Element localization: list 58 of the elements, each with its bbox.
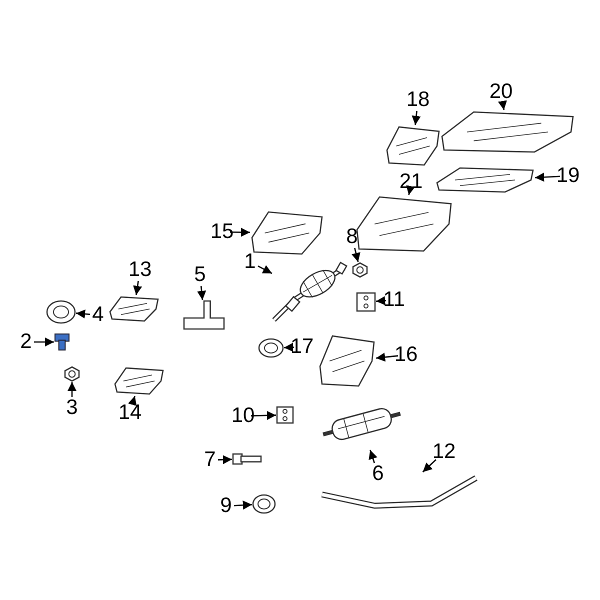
callout-number: 12 [430,440,458,464]
heat-shield-drawing [355,195,453,253]
gasket-drawing [258,338,284,358]
leader-arrow [376,296,386,306]
callout-number: 16 [392,343,420,367]
heat-shield-drawing [108,295,160,323]
leader-arrow [534,172,560,182]
leader-arrow [234,500,252,510]
leader-arrow [218,455,232,464]
leader-arrow [498,100,507,110]
callout-number: 18 [404,88,432,112]
leader-arrow [376,352,398,362]
callout-number: 14 [116,401,144,425]
leader-arrow [422,459,436,472]
leader-arrow [412,110,421,126]
bolt-drawing [54,333,70,351]
bracket-drawing [183,300,225,330]
leader-arrow [368,450,378,464]
leader-arrow [284,342,294,352]
callout-number: 17 [288,335,316,359]
leader-arrow [197,286,206,300]
catalytic-converter-drawing [272,262,348,324]
heat-shield-drawing [385,125,441,167]
callout-number: 2 [12,330,40,354]
nut-drawing [352,262,368,278]
callout-number: 9 [212,494,240,518]
callout-number: 15 [208,220,236,244]
leader-arrow [76,309,90,318]
callout-number: 10 [229,404,257,428]
callout-number: 19 [554,164,582,188]
gasket-drawing [252,494,276,514]
leader-arrow [352,248,360,262]
callout-number: 1 [236,250,264,274]
leader-arrow [230,228,250,237]
callout-number: 6 [364,462,392,486]
callout-number: 13 [126,258,154,282]
leader-arrow [34,337,54,347]
callout-number: 5 [186,263,214,287]
callout-number: 20 [487,80,515,104]
hanger-drawing [276,406,294,424]
bolt-drawing [232,452,262,466]
leader-arrow [133,280,142,296]
heat-shield-drawing [113,366,165,396]
hanger-drawing [356,292,376,312]
leader-arrow [258,265,272,274]
nut-drawing [64,366,80,382]
callout-number: 3 [58,396,86,420]
leader-arrow [67,382,77,397]
leader-arrow [128,396,137,406]
heat-shield-drawing [318,334,376,388]
gasket-drawing [46,300,76,324]
callout-number: 11 [380,288,408,312]
heat-shield-drawing [435,166,535,194]
leader-arrow [406,185,416,196]
callout-number: 8 [338,225,366,249]
leader-arrow [250,410,276,420]
callout-number: 4 [84,303,112,327]
callout-number: 7 [196,448,224,472]
